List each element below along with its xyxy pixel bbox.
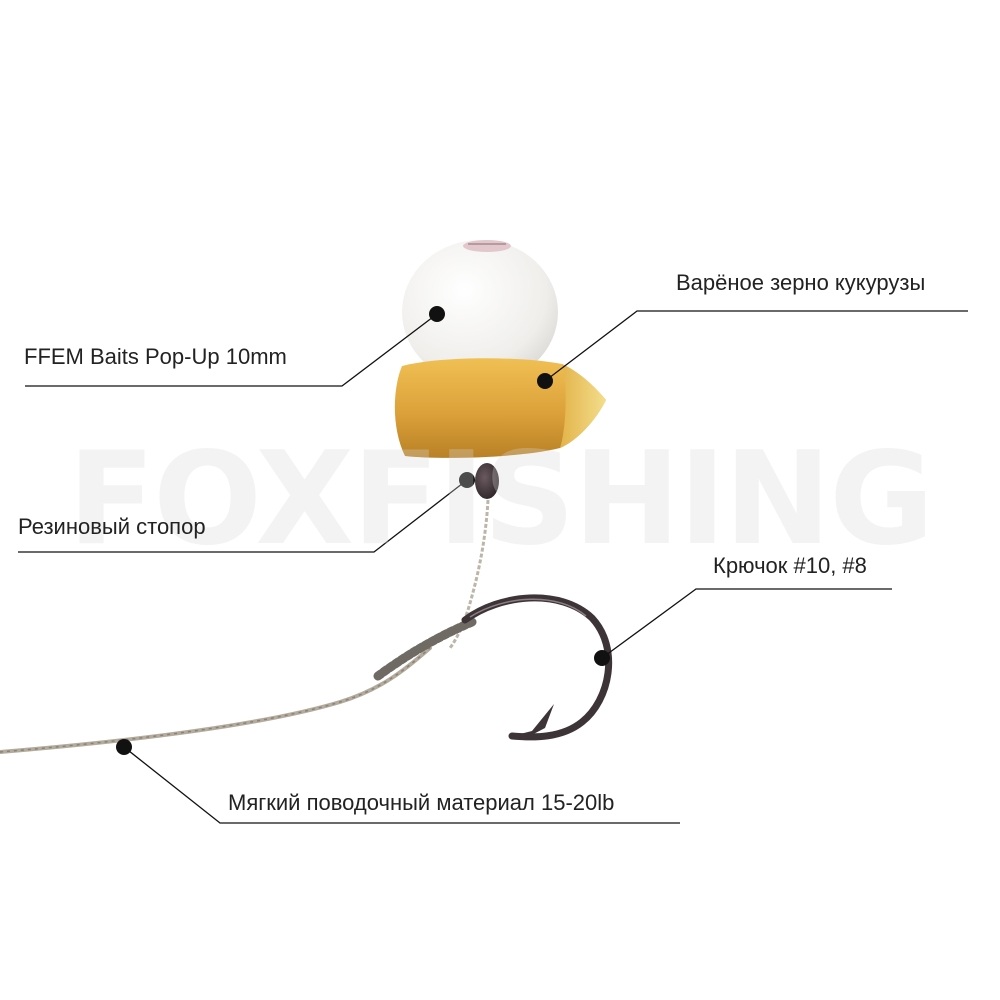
popup-eye [463,240,511,252]
callout-popup [25,313,438,387]
callout-popup-dot [429,306,445,322]
hook-shape [461,594,613,741]
knot-wrap [373,617,477,681]
rubber-stopper-shape [475,463,499,499]
label-hook: Крючок #10, #8 [713,553,867,578]
label-corn: Варёное зерно кукурузы [676,270,926,295]
callout-hook-dot [594,650,610,666]
callout-corn [544,310,968,382]
label-popup: FFEM Baits Pop-Up 10mm [24,344,287,369]
callout-stopper-dot [459,472,475,488]
callout-line-dot [116,739,132,755]
callout-corn-dot [537,373,553,389]
popup-boilie-shape [402,240,558,384]
callout-stopper [18,479,468,553]
label-stopper: Резиновый стопор [18,514,206,539]
callout-hook [601,588,892,659]
callout-line [123,746,680,824]
hooklink-line [0,646,432,754]
corn-kernel-shape [394,358,606,458]
label-line: Мягкий поводочный материал 15-20lb [228,790,615,815]
hooklink-line-texture [0,647,431,753]
hair-line [448,499,490,649]
